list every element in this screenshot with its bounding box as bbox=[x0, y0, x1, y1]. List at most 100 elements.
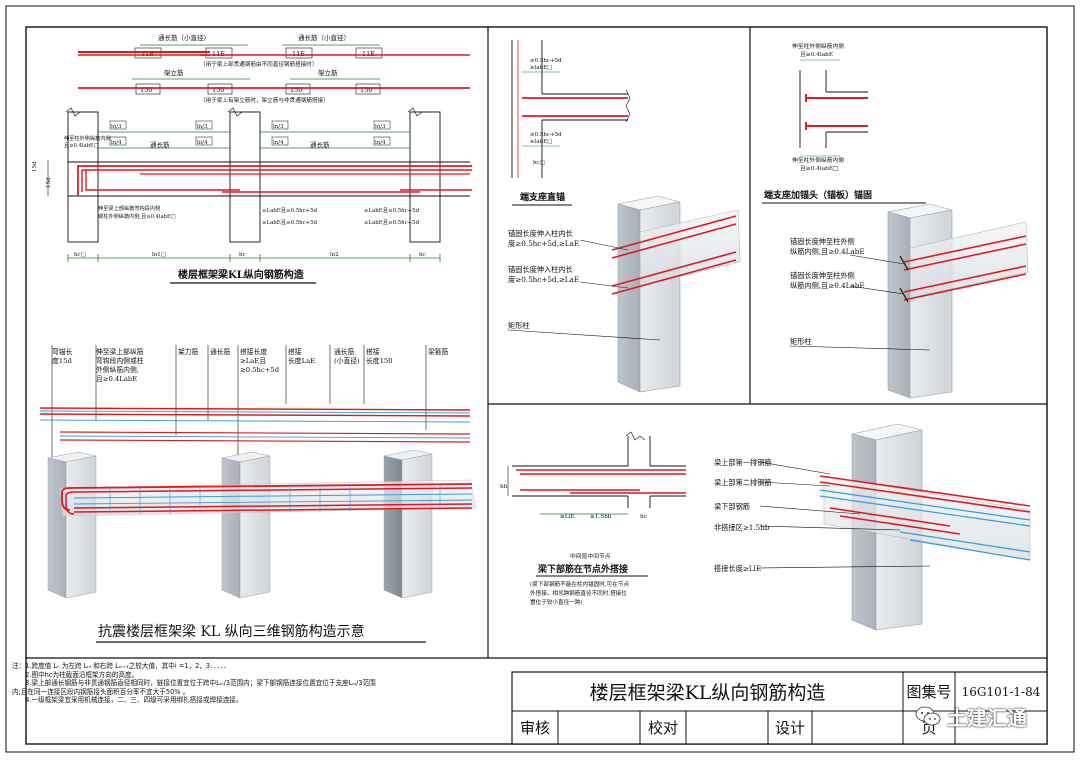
svg-text:度15d: 度15d bbox=[52, 356, 72, 365]
elev-top-note: （用于梁上部贯通钢筋由不同直径钢筋搭接时） bbox=[200, 60, 317, 68]
mid-node-title: 梁下部筋在节点外搭接 bbox=[537, 563, 628, 575]
check-label: 校对 bbox=[647, 719, 678, 737]
svg-text:ln/4: ln/4 bbox=[273, 140, 284, 146]
svg-text:hc: hc bbox=[419, 252, 426, 258]
svg-text:弯钩段内侧或柱: 弯钩段内侧或柱 bbox=[96, 356, 144, 365]
svg-text:通长筋: 通长筋 bbox=[150, 140, 170, 149]
svg-text:150: 150 bbox=[140, 86, 152, 94]
svg-text:矩形柱: 矩形柱 bbox=[790, 337, 812, 346]
svg-text:长度LaE: 长度LaE bbox=[288, 356, 315, 365]
svg-text:150: 150 bbox=[290, 86, 302, 94]
watermark: 土建汇通 bbox=[915, 700, 1055, 732]
end-straight-diagram: ≥0.5hc+5d ≥labE□ ≥0.5hc+5d ≥labE□ hc□ 端支… bbox=[507, 40, 741, 393]
svg-text:150: 150 bbox=[360, 86, 372, 94]
svg-text:ln/4: ln/4 bbox=[375, 140, 386, 146]
svg-text:且≥0.4labE: 且≥0.4labE bbox=[800, 51, 833, 58]
svg-text:hc: hc bbox=[640, 514, 647, 520]
svg-text:锚固长度伸至柱外侧: 锚固长度伸至柱外侧 bbox=[790, 237, 855, 246]
end-head-title: 端支座加锚头（锚板）锚固 bbox=[764, 189, 872, 201]
svg-text:弯锚长: 弯锚长 bbox=[52, 347, 73, 356]
note-line: 4.一级框架梁宜采用机械连接，二、三、四级可采用绑扎搭接或焊接连接。 bbox=[12, 696, 243, 705]
review-label: 审核 bbox=[519, 719, 550, 737]
svg-text:纵筋内侧,且≥0.4LabE: 纵筋内侧,且≥0.4LabE bbox=[790, 247, 865, 256]
svg-text:伸至梁上部纵筋: 伸至梁上部纵筋 bbox=[96, 347, 144, 356]
note-line: 3.梁上部通长钢筋与非贯通钢筋直径相同时，链接位置宜位于跨中Lₙᵢ/3范围内；梁… bbox=[12, 679, 376, 688]
svg-text:搭接长度≥LlE: 搭接长度≥LlE bbox=[714, 564, 761, 573]
note-line: 内;且在同一连接区段内钢筋接头面积百分率不宜大于50% 。 bbox=[12, 687, 190, 696]
svg-text:或柱外侧纵筋内侧,且≥0.4labE□: 或柱外侧纵筋内侧,且≥0.4labE□ bbox=[98, 212, 176, 220]
note-line: 注：1.跨度值 Lₙ 为左跨 Lₙᵢ 和右跨 Lₙᵢ₊₁之较大值，其中i =1，… bbox=[12, 662, 230, 670]
svg-text:外搭接。相邻跨钢筋直径不同时,搭接位: 外搭接。相邻跨钢筋直径不同时,搭接位 bbox=[530, 589, 627, 597]
svg-text:锚固长度伸入柱内长: 锚固长度伸入柱内长 bbox=[508, 265, 573, 274]
svg-text:≥1.5hb: ≥1.5hb bbox=[590, 514, 612, 520]
svg-text:≥LaE且: ≥LaE且 bbox=[240, 357, 266, 365]
elev-top-label-right: 通长筋（小直径） bbox=[298, 33, 350, 42]
svg-text:15d: 15d bbox=[32, 161, 38, 172]
three-d-title: 抗震楼层框架梁 KL 纵向三维钢筋构造示意 bbox=[98, 623, 365, 640]
svg-text:且≥0.4labE□: 且≥0.4labE□ bbox=[64, 142, 99, 149]
svg-text:非搭接区≥1.5hb: 非搭接区≥1.5hb bbox=[714, 523, 770, 532]
elevation-title: 楼层框架梁KL纵向钢筋构造 bbox=[178, 268, 305, 281]
svg-text:梁上部第二排钢筋: 梁上部第二排钢筋 bbox=[714, 478, 772, 487]
svg-text:hc: hc bbox=[239, 252, 246, 258]
svg-text:锚固长度伸入柱内长: 锚固长度伸入柱内长 bbox=[508, 229, 573, 238]
svg-text:≥LabE且≥0.5hc+5d: ≥LabE且≥0.5hc+5d bbox=[262, 219, 318, 226]
svg-text:通长筋: 通长筋 bbox=[210, 347, 231, 356]
svg-text:度≥0.5hc+5d,≥LaE: 度≥0.5hc+5d,≥LaE bbox=[508, 239, 579, 248]
svg-text:梁箍筋: 梁箍筋 bbox=[428, 347, 449, 356]
svg-text:（用于梁上有架立筋时，架立筋与非贯通钢筋搭接）: （用于梁上有架立筋时，架立筋与非贯通钢筋搭接） bbox=[200, 96, 329, 104]
svg-text:架立筋: 架立筋 bbox=[164, 68, 184, 77]
svg-text:长度150: 长度150 bbox=[366, 356, 393, 365]
three-d-diagram: 弯锚长 度15d 伸至梁上部纵筋 弯钩段内侧或柱 外侧纵筋内侧, 且≥0.4La… bbox=[39, 345, 477, 643]
svg-text:≥LabE且≥0.5hc+5d: ≥LabE且≥0.5hc+5d bbox=[364, 207, 420, 214]
svg-text:架立筋: 架立筋 bbox=[318, 68, 338, 77]
svg-text:11E: 11E bbox=[362, 50, 375, 58]
svg-text:架力筋: 架力筋 bbox=[178, 347, 199, 356]
sheet-title: 楼层框架梁KL纵向钢筋构造 bbox=[589, 682, 826, 704]
svg-text:伸至柱外侧纵筋内侧: 伸至柱外侧纵筋内侧 bbox=[792, 42, 844, 50]
svg-text:≥0.5hc+5d: ≥0.5hc+5d bbox=[530, 132, 562, 138]
svg-text:通长筋: 通长筋 bbox=[310, 140, 330, 149]
svg-text:≥labE□: ≥labE□ bbox=[530, 139, 552, 145]
svg-text:纵筋内侧,且≥0.4LabE: 纵筋内侧,且≥0.4LabE bbox=[790, 281, 865, 290]
svg-text:搭接: 搭接 bbox=[366, 347, 380, 356]
svg-text:搭接: 搭接 bbox=[288, 347, 302, 356]
end-head-diagram: 伸至柱外侧纵筋内侧 且≥0.4labE 伸至柱外侧纵筋内侧 且≥0.4labE□… bbox=[762, 42, 1029, 399]
svg-text:≥LabE且≥0.5hc+5d: ≥LabE且≥0.5hc+5d bbox=[364, 219, 420, 226]
svg-text:梁下部钢筋: 梁下部钢筋 bbox=[714, 502, 750, 511]
svg-text:度≥0.5hc+5d,≥LaE: 度≥0.5hc+5d,≥LaE bbox=[508, 275, 579, 284]
end-straight-title: 端支座直锚 bbox=[520, 191, 565, 203]
elev-top-label-left: 通长筋（小直径） bbox=[158, 33, 210, 42]
svg-text:hb: hb bbox=[500, 484, 508, 490]
svg-text:ln/4: ln/4 bbox=[111, 140, 122, 146]
svg-text:150: 150 bbox=[212, 86, 224, 94]
svg-text:≥0.5hc+5d: ≥0.5hc+5d bbox=[240, 366, 280, 374]
svg-text:外侧纵筋内侧,: 外侧纵筋内侧, bbox=[96, 365, 139, 374]
svg-text:梁上部第一排钢筋: 梁上部第一排钢筋 bbox=[714, 458, 772, 467]
svg-text:锚固长度伸至柱外侧: 锚固长度伸至柱外侧 bbox=[790, 271, 855, 280]
svg-text:ln/3: ln/3 bbox=[111, 124, 122, 130]
svg-text:(小直径): (小直径) bbox=[334, 356, 360, 365]
design-label: 设计 bbox=[774, 719, 805, 737]
elevation-diagram: 通长筋（小直径） 通长筋（小直径） 11E 11E 11E 11E （用于梁上部… bbox=[32, 33, 472, 284]
svg-text:≥LlE: ≥LlE bbox=[560, 514, 575, 520]
svg-text:伸至柱外侧纵筋内侧: 伸至柱外侧纵筋内侧 bbox=[64, 134, 111, 142]
svg-text:≥LabE且≥0.5hc+5d: ≥LabE且≥0.5hc+5d bbox=[262, 207, 318, 214]
svg-text:15d: 15d bbox=[46, 177, 52, 188]
notes-block: 注：1.跨度值 Lₙ 为左跨 Lₙᵢ 和右跨 Lₙᵢ₊₁之较大值，其中i =1，… bbox=[12, 662, 510, 705]
svg-text:置位于较小直径一跨): 置位于较小直径一跨) bbox=[530, 598, 583, 606]
svg-text:ln/3: ln/3 bbox=[197, 124, 208, 130]
outer-border bbox=[5, 5, 1075, 753]
svg-text:ln/4: ln/4 bbox=[197, 140, 208, 146]
svg-text:11E: 11E bbox=[212, 50, 225, 58]
svg-text:中间层中间节点: 中间层中间节点 bbox=[570, 552, 611, 560]
note-line: 2.图中hc为柱截面沿框架方向的高度。 bbox=[12, 670, 139, 679]
title-block bbox=[511, 671, 1048, 745]
wechat-icon bbox=[915, 706, 941, 726]
svg-text:搭接长度: 搭接长度 bbox=[240, 347, 267, 356]
svg-text:伸至梁上部纵筋弯钩段内侧: 伸至梁上部纵筋弯钩段内侧 bbox=[98, 204, 160, 212]
svg-text:矩形柱: 矩形柱 bbox=[508, 321, 530, 330]
svg-text:伸至柱外侧纵筋内侧: 伸至柱外侧纵筋内侧 bbox=[792, 156, 844, 164]
